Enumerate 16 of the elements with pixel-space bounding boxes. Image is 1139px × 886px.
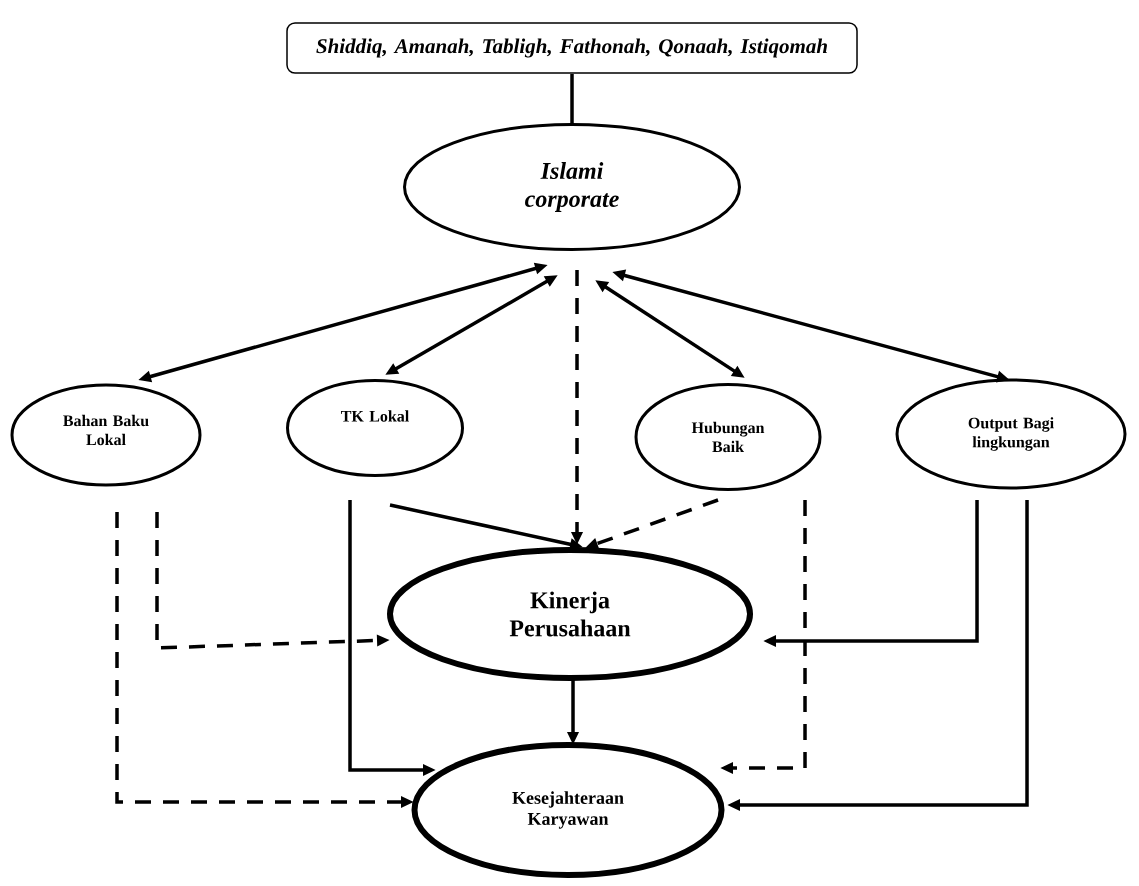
value-box: [286, 22, 858, 74]
node-label: Kinerja Perusahaan: [509, 591, 631, 637]
node-label: Output Bagi lingkungan: [968, 417, 1054, 451]
concept-ellipse: [403, 123, 741, 251]
factor-ellipse: [895, 378, 1127, 490]
outcome-ellipse: [411, 742, 725, 878]
node-label: Kesejahteraan Karyawan: [512, 791, 624, 829]
factor-ellipse: [10, 383, 202, 487]
node-label: Hubungan Baik: [691, 421, 765, 453]
factor-ellipse: [634, 383, 822, 491]
factor-ellipse: [286, 379, 464, 477]
node-label: TK Lokal: [341, 410, 409, 422]
outcome-ellipse: [387, 547, 753, 681]
node-label: Islami corporate: [525, 162, 619, 212]
node-label: Shiddiq, Amanah, Tabligh, Fathonah, Qonaah, Istiqomah: [316, 38, 827, 58]
node-label: Bahan Baku Lokal: [63, 414, 149, 446]
